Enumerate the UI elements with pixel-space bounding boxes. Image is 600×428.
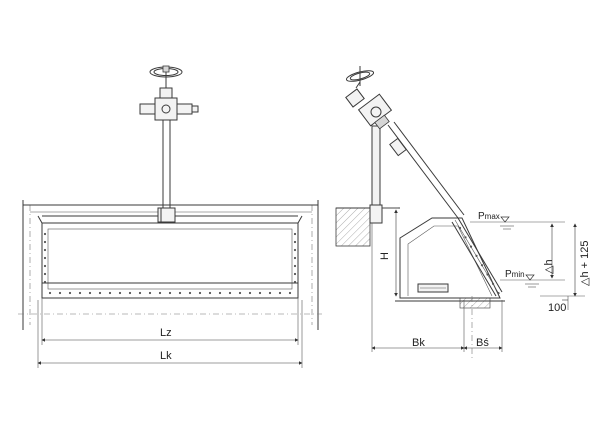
- bolt-dot: [293, 240, 297, 244]
- actuator-front: [139, 80, 199, 121]
- dimension-lz: [41, 298, 299, 345]
- bolt-dot: [258, 291, 262, 295]
- bolt-dot: [43, 248, 47, 252]
- bolt-dot: [48, 291, 52, 295]
- bolt-dot: [43, 264, 47, 268]
- bolt-dot: [148, 291, 152, 295]
- bolt-dot: [78, 291, 82, 295]
- gate-leaf-inclined: [451, 217, 503, 297]
- bolt-dot: [128, 291, 132, 295]
- bolt-dot: [43, 240, 47, 244]
- dim-label-delta-h: △h: [543, 259, 555, 274]
- bolt-dot: [293, 280, 297, 284]
- bolt-dot: [168, 291, 172, 295]
- dimension-lk: [37, 300, 303, 368]
- bolt-dot: [88, 291, 92, 295]
- bolt-dot: [288, 291, 292, 295]
- handwheel-side-icon: [345, 66, 375, 86]
- svg-text:△h: △h: [543, 259, 555, 274]
- bolt-dot: [464, 236, 467, 239]
- bolt-dot: [98, 291, 102, 295]
- actuator-side: [345, 81, 393, 130]
- bolt-dot: [188, 291, 192, 295]
- spindle-inclined: [387, 121, 465, 219]
- side-view: Pmax Pmin H △h △h + 125: [335, 66, 591, 360]
- bolt-dot: [43, 280, 47, 284]
- level-pmax-line: [470, 216, 565, 230]
- bolt-dot: [118, 291, 122, 295]
- dimension-bk: [371, 223, 465, 352]
- bolt-dot: [198, 291, 202, 295]
- bolt-dot: [238, 291, 242, 295]
- dim-label-lz: Lz: [160, 327, 172, 339]
- bolt-dot: [43, 232, 47, 236]
- bolt-dot: [43, 272, 47, 276]
- dim-label-bk: Bk: [412, 337, 425, 349]
- inclined-frame: [395, 217, 505, 302]
- label-pmax: Pmax: [478, 211, 500, 222]
- bolt-dot: [491, 282, 495, 285]
- bolt-dot: [68, 291, 72, 295]
- bolt-dot: [208, 291, 212, 295]
- dimension-bs: [463, 296, 503, 360]
- bolt-dot: [218, 291, 222, 295]
- label-pmin: Pmin: [505, 269, 525, 280]
- bolt-dot: [458, 226, 462, 230]
- bolt-dot: [248, 291, 252, 295]
- bolt-dot: [178, 291, 182, 295]
- dim-label-lk: Lk: [160, 350, 172, 362]
- dim-label-h: H: [379, 252, 391, 260]
- dimension-delta-h: [540, 223, 585, 297]
- bolt-pattern-side: [458, 226, 500, 295]
- level-pmin-line: [500, 274, 565, 288]
- svg-text:△h + 125: △h + 125: [579, 241, 591, 286]
- spindle-assembly: [157, 120, 176, 223]
- bolt-dot: [158, 291, 162, 295]
- bolt-dot: [293, 264, 297, 268]
- bolt-dot: [278, 291, 282, 295]
- bolt-dot: [228, 291, 232, 295]
- bolt-dot: [293, 248, 297, 252]
- gate-frame: [37, 215, 303, 299]
- bolt-dot: [293, 232, 297, 236]
- bolt-dot: [138, 291, 142, 295]
- bolt-dot: [108, 291, 112, 295]
- bolt-dot: [58, 291, 62, 295]
- front-view: Lz Lk: [18, 65, 322, 368]
- dim-label-delta-h125: △h + 125: [579, 241, 591, 286]
- dimension-h: [382, 207, 398, 297]
- bolt-dot: [480, 264, 484, 267]
- dimension-100: [562, 296, 569, 310]
- bolt-dot: [43, 256, 47, 260]
- bolt-dot: [497, 292, 500, 295]
- bolt-dot: [475, 254, 478, 257]
- dim-label-bs: Bś: [476, 337, 489, 349]
- bolt-pattern: [43, 232, 297, 295]
- concrete-section: [335, 207, 491, 309]
- support-column: [369, 125, 383, 224]
- dim-label-100: 100: [548, 302, 566, 314]
- bolt-dot: [293, 272, 297, 276]
- bolt-dot: [469, 245, 473, 248]
- handwheel-front-icon: [149, 65, 183, 80]
- bolt-dot: [293, 256, 297, 260]
- bolt-dot: [486, 273, 489, 276]
- bolt-dot: [268, 291, 272, 295]
